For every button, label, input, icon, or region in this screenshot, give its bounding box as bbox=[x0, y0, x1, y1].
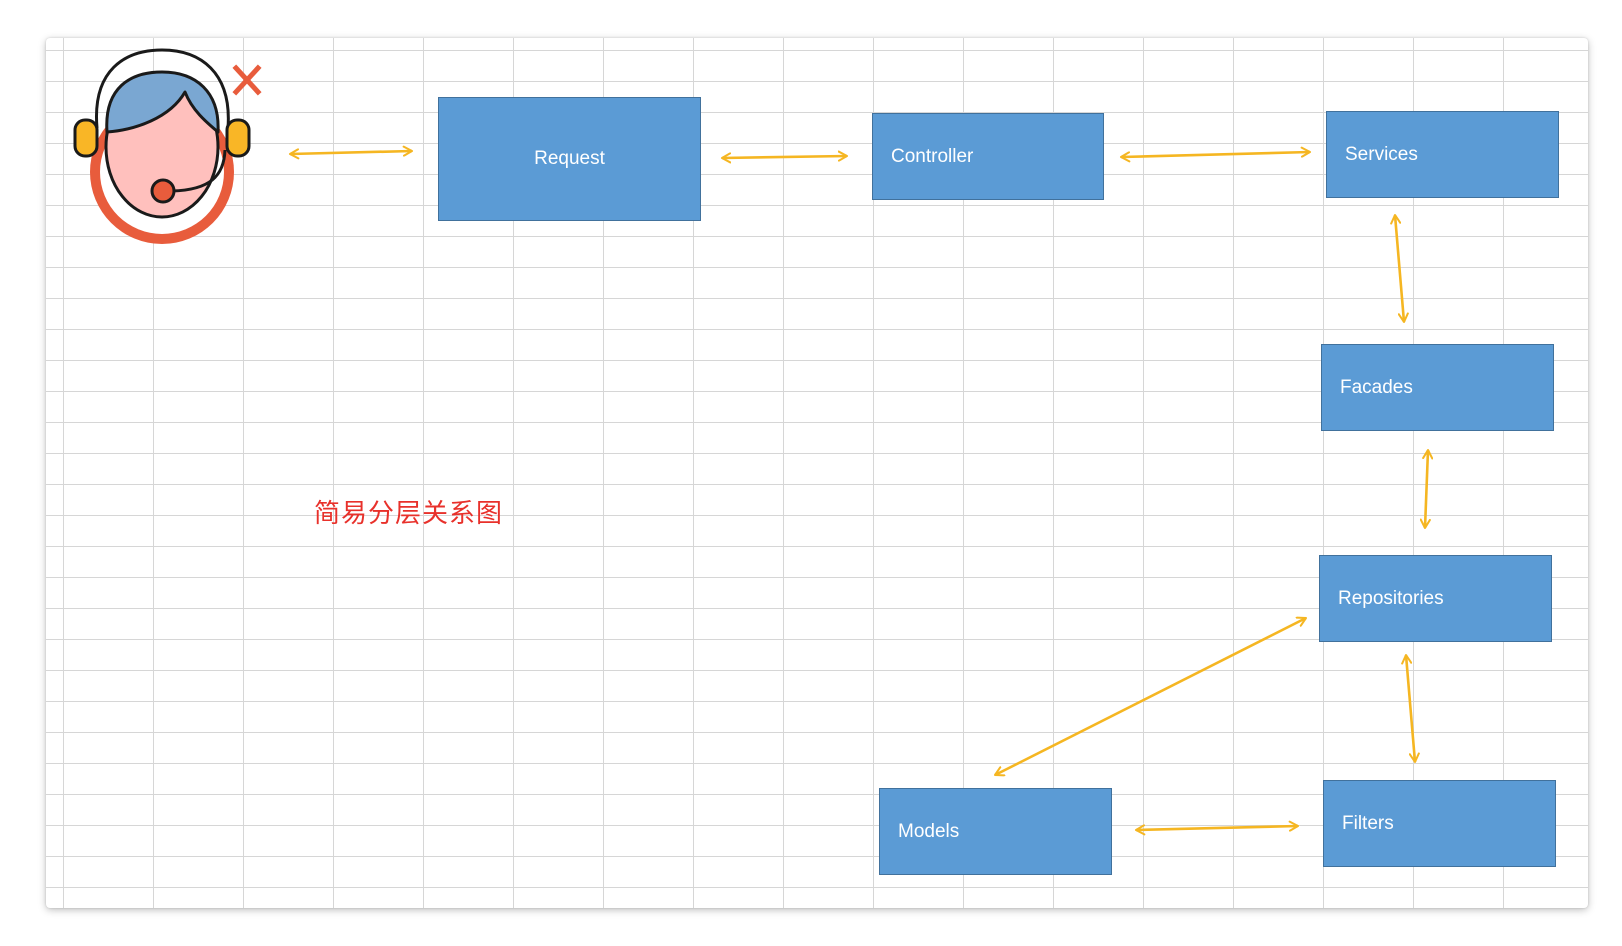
edge-facades-repositories bbox=[1425, 450, 1428, 528]
node-filters[interactable]: Filters bbox=[1323, 780, 1556, 867]
node-controller[interactable]: Controller bbox=[872, 113, 1104, 200]
node-request[interactable]: Request bbox=[438, 97, 701, 221]
node-controller-label: Controller bbox=[891, 145, 974, 167]
edge-repositories-filters bbox=[1406, 655, 1415, 762]
edge-models-filters bbox=[1136, 826, 1298, 830]
node-services-label: Services bbox=[1345, 143, 1418, 165]
node-facades-label: Facades bbox=[1340, 376, 1413, 398]
node-facades[interactable]: Facades bbox=[1321, 344, 1554, 431]
node-services[interactable]: Services bbox=[1326, 111, 1559, 198]
node-filters-label: Filters bbox=[1342, 812, 1394, 834]
node-models-label: Models bbox=[898, 820, 960, 842]
edge-user-request bbox=[290, 151, 412, 154]
node-models[interactable]: Models bbox=[879, 788, 1112, 875]
node-repositories[interactable]: Repositories bbox=[1319, 555, 1552, 642]
headset-user-icon bbox=[73, 48, 251, 244]
node-repositories-label: Repositories bbox=[1338, 587, 1444, 609]
edge-services-facades bbox=[1395, 215, 1404, 322]
node-request-label: Request bbox=[534, 148, 605, 169]
diagram-title: 简易分层关系图 bbox=[314, 499, 504, 529]
close-icon[interactable] bbox=[232, 64, 262, 96]
edge-controller-services bbox=[1121, 152, 1310, 157]
edge-request-controller bbox=[722, 156, 847, 158]
edge-repositories-models bbox=[995, 618, 1306, 775]
